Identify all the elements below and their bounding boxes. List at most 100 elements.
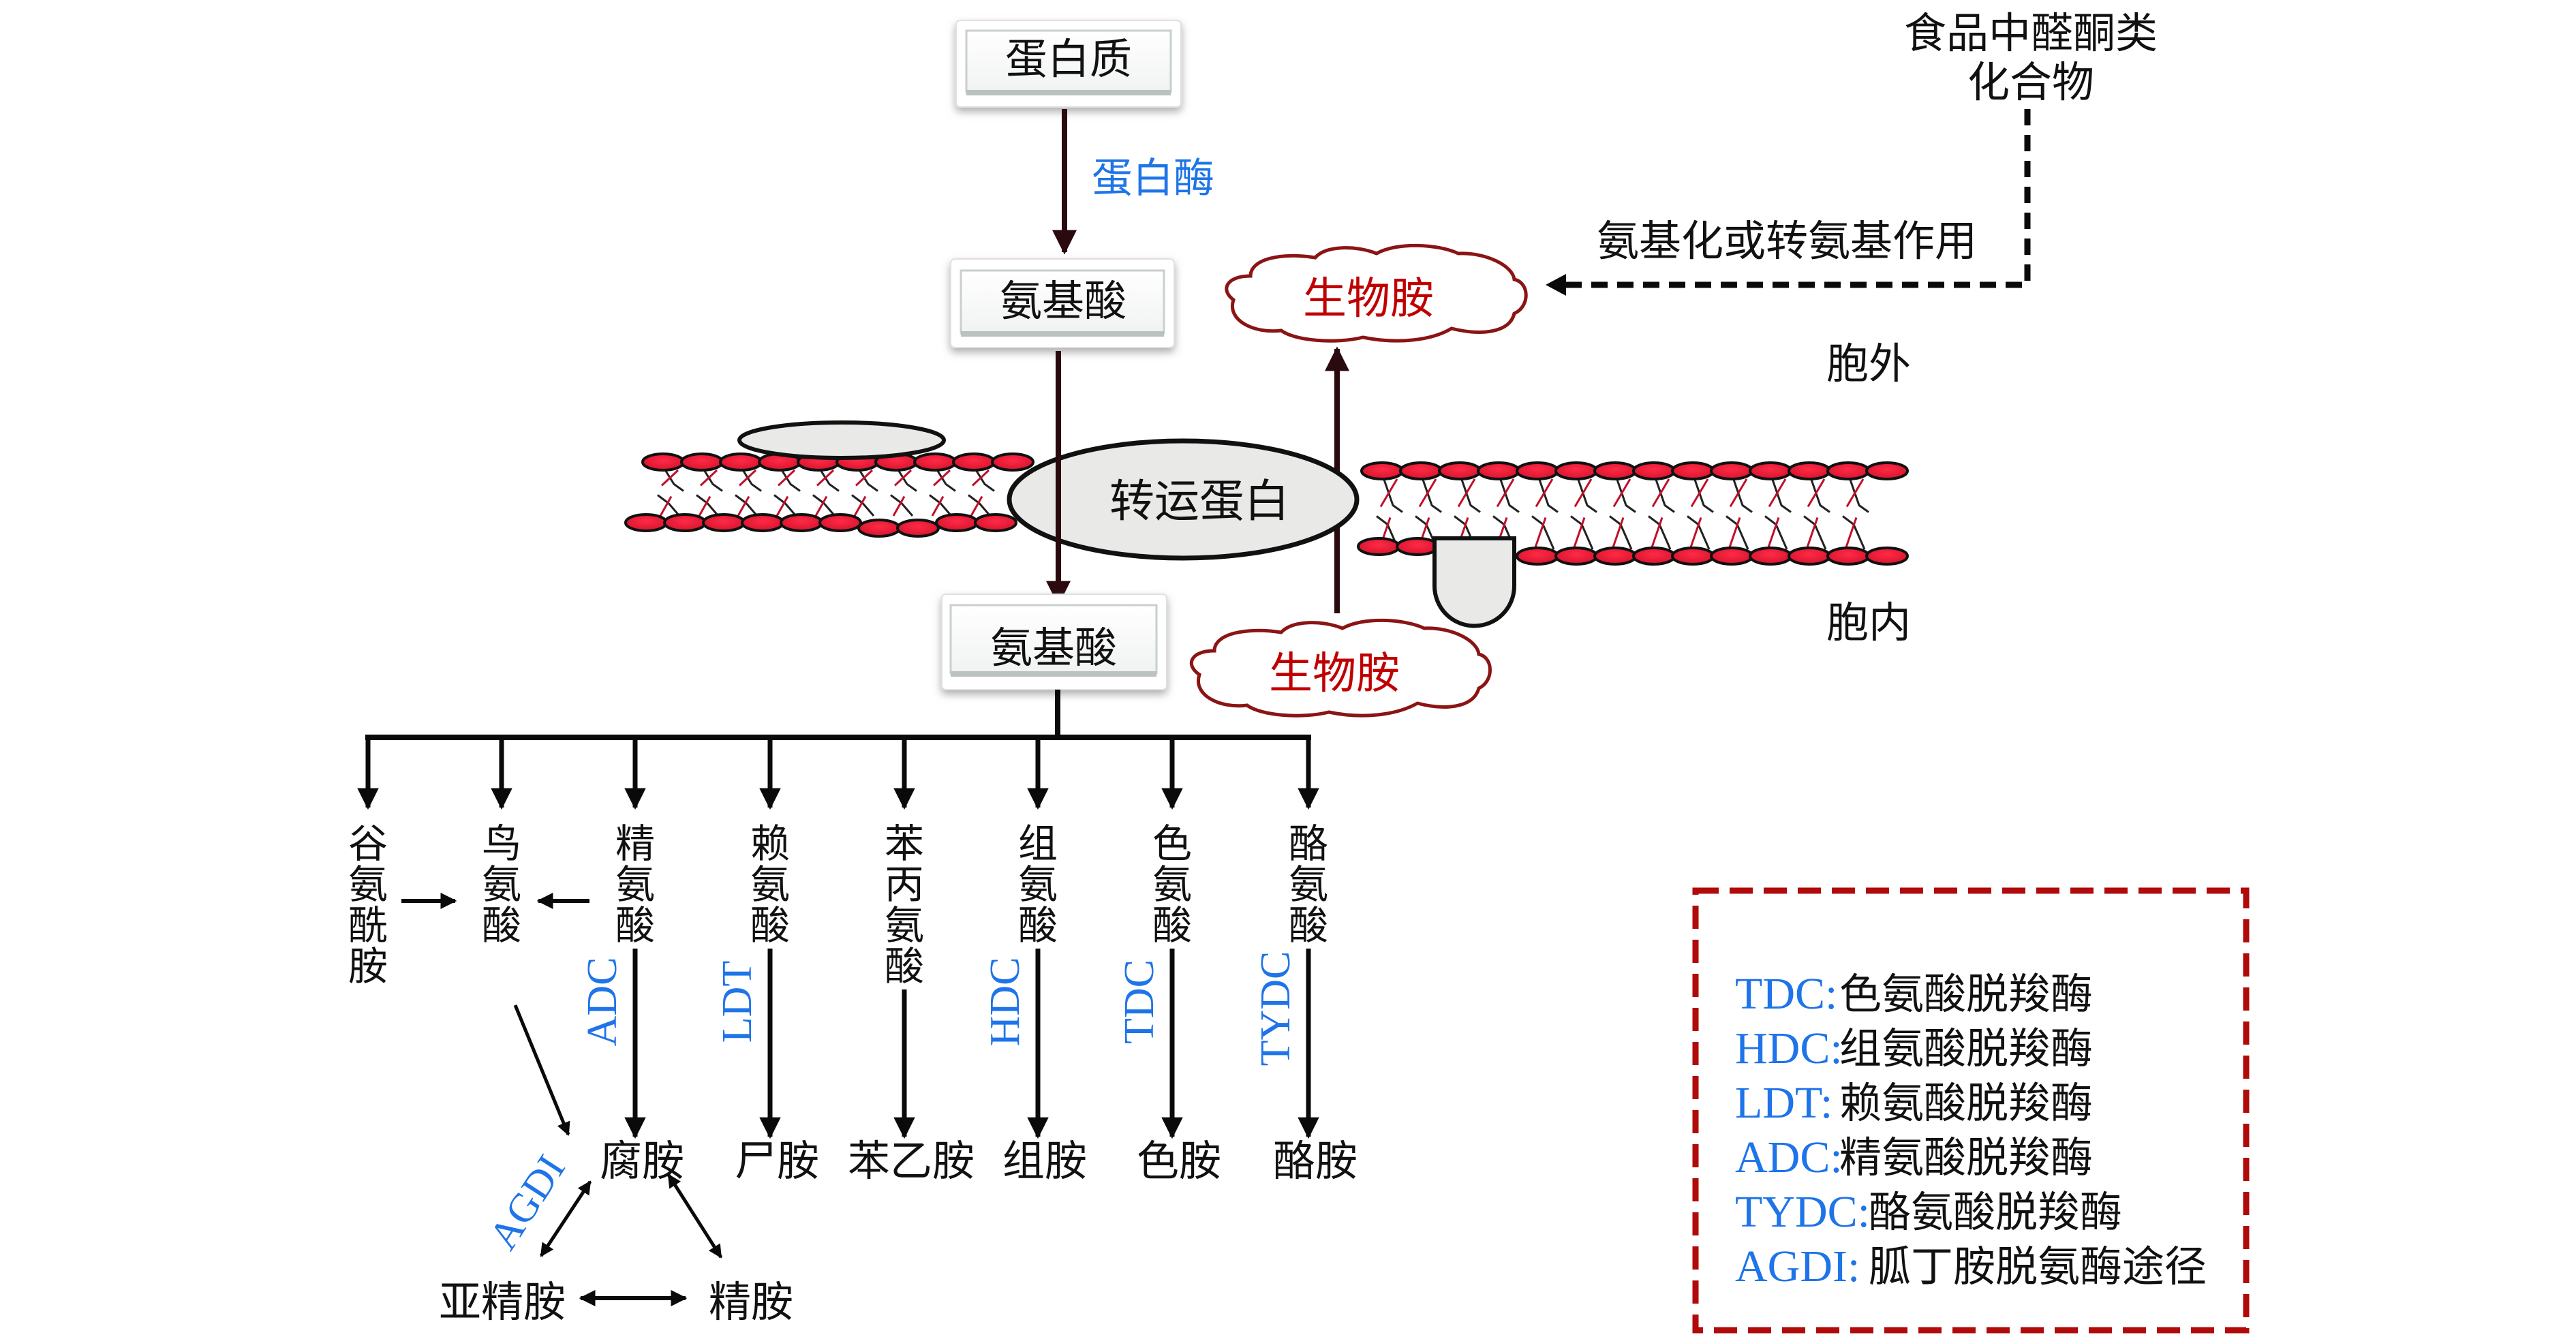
lipid-tail [968, 494, 992, 517]
lipid-tail [1537, 477, 1559, 513]
lipid-tail [896, 468, 917, 492]
lipid-tail [1654, 477, 1675, 513]
biogenic-amine-cloud-outer [1225, 243, 1528, 343]
lipid-head [1710, 547, 1753, 566]
lipid-tail [1609, 515, 1633, 550]
lipid-tail [1648, 515, 1672, 550]
lipid-tail [1766, 517, 1780, 550]
lipid-tail [1535, 478, 1554, 508]
lipid-tail [1687, 515, 1711, 550]
precursor-char: 酸 [1289, 902, 1328, 949]
lipid-tail [1418, 478, 1437, 508]
lipid-tail [696, 494, 720, 517]
legend-item: LDT: 赖氨酸脱羧酶 [1735, 1078, 2093, 1128]
lipid-tail [855, 469, 874, 487]
lipid-head [1632, 461, 1676, 480]
amino-acid-inner-box [941, 594, 1167, 690]
lipid-head [974, 513, 1017, 532]
spermidine-label: 亚精胺 [439, 1277, 566, 1327]
lipid-tail [777, 469, 796, 487]
lipid-tail [1576, 477, 1597, 513]
lipid-tail [1729, 478, 1748, 508]
precursor-char: 苯 [885, 820, 924, 867]
extracellular-label: 胞外 [1826, 339, 1911, 388]
legend-desc: 色氨酸脱羧酶 [1839, 969, 2093, 1019]
lipid-tail [1570, 515, 1594, 550]
lipid-tail [857, 468, 878, 492]
lipid-tail [935, 468, 956, 492]
legend-abbr: LDT: [1735, 1078, 1833, 1128]
precursor-char: 胺 [348, 943, 388, 989]
cell-membrane [624, 452, 1909, 566]
legend-item: TDC: 色氨酸脱羧酶 [1735, 969, 2093, 1019]
lipid-tail [1768, 478, 1787, 508]
lipid-head [1865, 461, 1909, 480]
legend-desc: 酪氨酸脱羧酶 [1869, 1187, 2122, 1237]
lipid-head [952, 452, 996, 472]
lipid-tail [970, 495, 983, 517]
lipid-head [702, 513, 746, 532]
lipid-head [1788, 547, 1831, 566]
legend-desc: 精氨酸脱羧酶 [1839, 1133, 2093, 1182]
lipid-head [1826, 547, 1870, 566]
intracellular-label: 胞内 [1826, 598, 1911, 647]
lipid-head [1632, 547, 1676, 566]
lipid-tail [1650, 517, 1663, 550]
lipid-tail [1693, 477, 1714, 513]
lipid-head [913, 452, 957, 472]
precursor-char: 氨 [615, 861, 655, 908]
lipid-tail [1805, 517, 1819, 550]
lipid-tail [816, 469, 835, 487]
food-carbonyl-compounds-line2: 化合物 [1967, 57, 2094, 107]
lipid-tail [1690, 478, 1709, 508]
biogenic-amine-inner-label: 生物胺 [1269, 649, 1400, 699]
legend-abbr: AGDI: [1735, 1242, 1860, 1291]
lipid-tail [818, 468, 840, 492]
lipid-tail [929, 494, 953, 517]
precursor-char: 氨 [750, 861, 790, 908]
legend-item: AGDI: 胍丁胺脱氨酶途径 [1735, 1242, 2207, 1291]
lipid-head [1710, 461, 1753, 480]
lipid-head [1671, 547, 1715, 566]
precursor-char: 鸟 [482, 820, 521, 867]
lipid-tail [853, 495, 867, 517]
lipid-head [818, 513, 862, 532]
lipid-tail [1845, 478, 1865, 508]
enzyme-label: TDC [1116, 959, 1163, 1044]
legend-item: TYDC: 酪氨酸脱羧酶 [1735, 1187, 2122, 1237]
precursor-char: 氨 [348, 861, 388, 908]
lipid-tail [1574, 478, 1593, 508]
lipid-head [1593, 547, 1637, 566]
lipid-tail [812, 494, 836, 517]
lipid-tail [1499, 477, 1520, 513]
precursor-char: 色 [1152, 820, 1192, 867]
legend-item: HDC: 组氨酸脱羧酶 [1735, 1024, 2093, 1073]
lipid-tail [1726, 515, 1749, 550]
lipid-head [1516, 547, 1559, 566]
lipid-head [1749, 547, 1792, 566]
lipid-tail [1764, 515, 1788, 550]
precursor-char: 氨 [1289, 861, 1328, 908]
spermine-label: 精胺 [709, 1277, 793, 1327]
lipid-tail [663, 468, 684, 492]
precursor-char: 丙 [885, 861, 924, 908]
precursor-char: 组 [1018, 820, 1058, 867]
legend-abbr: TDC: [1735, 969, 1837, 1019]
amino-acid-inner-label: 氨基酸 [990, 623, 1117, 673]
enzyme-label: LDT [714, 961, 761, 1043]
lipid-tail [1460, 477, 1481, 513]
lipid-tail [1651, 478, 1670, 508]
precursor-char: 酸 [1018, 902, 1058, 949]
precursor-char: 酸 [482, 902, 521, 949]
lipid-tail [1842, 515, 1866, 550]
lipid-tail [1531, 515, 1555, 550]
product-label: 组胺 [1002, 1136, 1087, 1186]
amino-acid-branches: 谷氨酰胺鸟氨酸精氨酸腐胺ADC赖氨酸尸胺LDT苯丙氨酸苯乙胺组氨酸组胺HDC色氨… [348, 737, 1358, 1186]
lipid-head [1593, 461, 1637, 480]
precursor-char: 酸 [1152, 902, 1192, 949]
legend-desc: 组氨酸脱羧酶 [1839, 1024, 2093, 1073]
lipid-tail [741, 468, 762, 492]
lipid-tail [776, 495, 789, 517]
enzyme-label: TYDC [1253, 951, 1299, 1066]
